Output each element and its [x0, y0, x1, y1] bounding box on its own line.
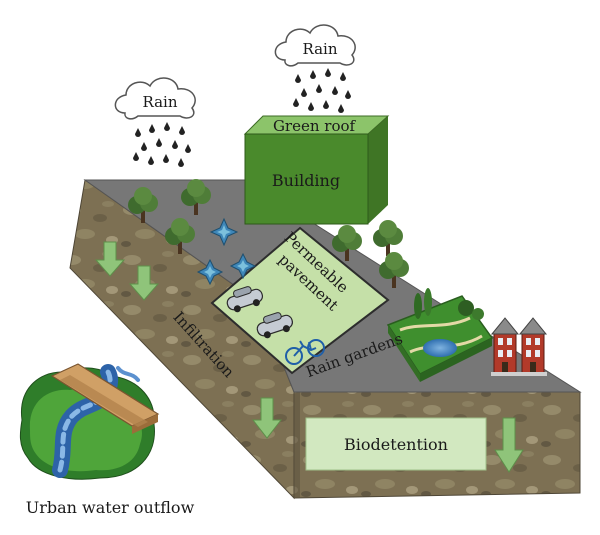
rain-drops — [133, 122, 191, 167]
infiltration-arrows — [94, 241, 524, 473]
rain-label-right: Rain — [302, 40, 337, 58]
trees — [128, 179, 409, 288]
rain-label-left: Rain — [142, 93, 177, 111]
car-icon — [226, 286, 264, 313]
river-icon — [19, 363, 160, 480]
car-icon — [256, 312, 294, 339]
tree-icon — [332, 225, 362, 261]
rain-drop-icon — [149, 124, 155, 133]
pond — [423, 339, 457, 357]
houses — [490, 317, 548, 376]
arrow-down-icon — [494, 417, 524, 473]
rain-drop-icon — [323, 100, 329, 109]
tree-icon — [373, 220, 403, 256]
urban-water-outflow-label: Urban water outflow — [26, 498, 195, 517]
arrow-down-icon — [251, 397, 283, 439]
rain-drop-icon — [301, 88, 307, 97]
rain-drop-icon — [135, 128, 141, 137]
rain-drop-icon — [293, 98, 299, 107]
rain-drop-icon — [338, 104, 344, 113]
arrow-down-icon — [128, 265, 160, 301]
rain-drop-icon — [332, 86, 338, 95]
house-icon — [490, 317, 520, 376]
green-roof-label: Green roof — [273, 117, 357, 135]
arrow-down-icon — [94, 241, 126, 277]
plant-icon — [229, 252, 257, 280]
biodetention-label: Biodetention — [344, 435, 448, 454]
rain-drop-icon — [141, 142, 147, 151]
building: Green roof Building — [243, 115, 390, 225]
rain-drop-icon — [172, 140, 178, 149]
rain-drop-icon — [164, 122, 170, 131]
rain-drop-icon — [316, 84, 322, 93]
rain-drop-icon — [345, 90, 351, 99]
rain-drop-icon — [148, 156, 154, 165]
rain-drop-icon — [340, 72, 346, 81]
rain-drop-icon — [178, 158, 184, 167]
biodetention: Biodetention — [305, 417, 487, 471]
tree-icon — [181, 179, 211, 215]
rain-drops — [293, 68, 351, 113]
rain-drop-icon — [179, 126, 185, 135]
bicycle-icon — [285, 339, 325, 365]
plant-icon — [196, 258, 224, 286]
rain-cloud-right: Rain — [274, 24, 356, 113]
plant-icon — [209, 217, 239, 247]
rain-drop-icon — [308, 102, 314, 111]
rain-drop-icon — [156, 138, 162, 147]
building-label: Building — [272, 171, 340, 190]
rain-drop-icon — [295, 74, 301, 83]
tree-icon — [379, 252, 409, 288]
building-side — [368, 116, 388, 224]
tree-icon — [165, 218, 195, 254]
rain-cloud-left: Rain — [114, 77, 196, 167]
rain-drop-icon — [325, 68, 331, 77]
rain-drop-icon — [163, 154, 169, 163]
plants — [196, 217, 257, 286]
rain-drop-icon — [310, 70, 316, 79]
rain-garden-park — [386, 288, 494, 382]
cloud-icon — [114, 77, 196, 120]
tree-icon — [128, 187, 158, 223]
cloud-icon — [274, 24, 356, 67]
rain-drop-icon — [185, 144, 191, 153]
building-front — [244, 133, 369, 225]
house-icon — [518, 317, 548, 376]
rain-drop-icon — [133, 152, 139, 161]
